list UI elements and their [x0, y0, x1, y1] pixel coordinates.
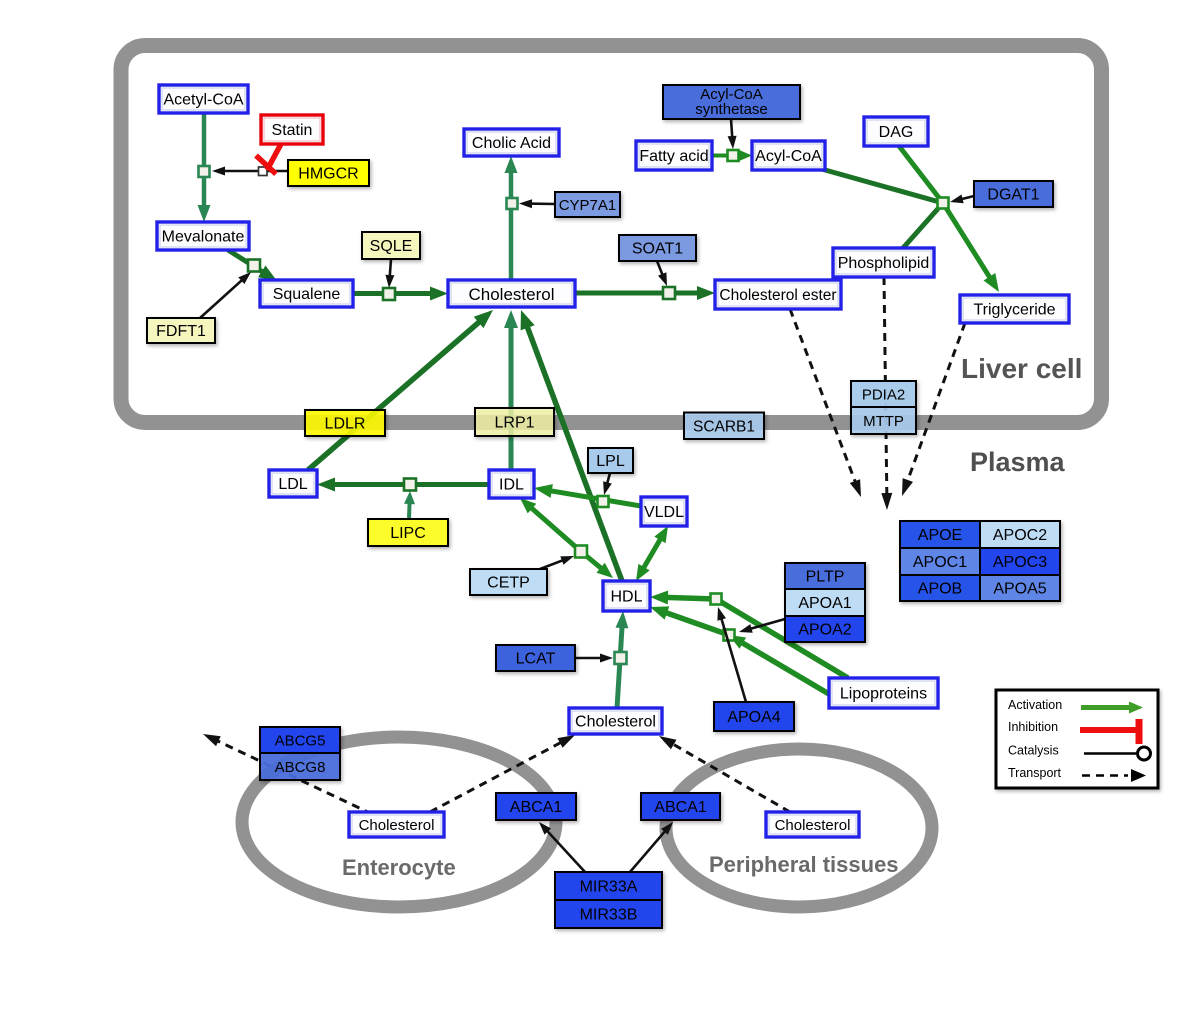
svg-text:MIR33A: MIR33A	[580, 879, 638, 896]
svg-text:ABCG8: ABCG8	[275, 759, 326, 776]
svg-text:Cholesterol: Cholesterol	[575, 714, 656, 731]
svg-text:APOA5: APOA5	[993, 581, 1046, 598]
svg-text:APOC3: APOC3	[993, 554, 1047, 571]
svg-text:APOC1: APOC1	[913, 554, 967, 571]
svg-text:Cholesterol ester: Cholesterol ester	[719, 287, 836, 304]
svg-text:Transport: Transport	[1008, 766, 1062, 780]
svg-text:SOAT1: SOAT1	[632, 241, 683, 258]
svg-text:Activation: Activation	[1008, 698, 1062, 712]
svg-text:APOB: APOB	[918, 581, 962, 598]
svg-text:Triglyceride: Triglyceride	[973, 302, 1055, 319]
svg-text:LDL: LDL	[278, 476, 307, 493]
svg-text:DGAT1: DGAT1	[987, 187, 1039, 204]
svg-text:Cholic Acid: Cholic Acid	[472, 135, 551, 152]
svg-text:ABCA1: ABCA1	[510, 799, 563, 816]
svg-text:Mevalonate: Mevalonate	[162, 229, 245, 246]
svg-text:Acyl-CoA: Acyl-CoA	[755, 148, 822, 165]
svg-text:LIPC: LIPC	[390, 525, 426, 542]
svg-text:LRP1: LRP1	[494, 415, 534, 432]
svg-text:DAG: DAG	[879, 124, 914, 141]
svg-text:APOA1: APOA1	[798, 595, 851, 612]
svg-text:LDLR: LDLR	[325, 416, 366, 433]
svg-text:PLTP: PLTP	[806, 569, 845, 586]
svg-text:Liver cell: Liver cell	[961, 353, 1082, 384]
svg-text:Statin: Statin	[272, 122, 313, 139]
svg-text:Plasma: Plasma	[970, 447, 1066, 477]
svg-text:APOC2: APOC2	[993, 527, 1047, 544]
svg-text:Lipoproteins: Lipoproteins	[840, 686, 927, 703]
svg-text:HMGCR: HMGCR	[298, 166, 358, 183]
svg-text:FDFT1: FDFT1	[156, 323, 206, 340]
svg-text:Enterocyte: Enterocyte	[342, 855, 456, 880]
svg-text:ABCA1: ABCA1	[654, 799, 707, 816]
svg-text:Catalysis: Catalysis	[1008, 744, 1059, 758]
svg-text:MIR33B: MIR33B	[580, 907, 638, 924]
svg-text:Cholesterol: Cholesterol	[775, 817, 851, 834]
svg-text:Cholesterol: Cholesterol	[469, 285, 555, 304]
svg-text:Inhibition: Inhibition	[1008, 720, 1058, 734]
svg-text:IDL: IDL	[499, 477, 524, 494]
svg-text:VLDL: VLDL	[644, 504, 684, 521]
svg-text:Fatty acid: Fatty acid	[639, 148, 708, 165]
svg-text:PDIA2: PDIA2	[862, 387, 905, 404]
svg-text:Squalene: Squalene	[273, 286, 341, 303]
svg-text:ABCG5: ABCG5	[275, 733, 326, 750]
svg-text:synthetase: synthetase	[695, 101, 768, 118]
svg-text:APOE: APOE	[918, 527, 962, 544]
svg-text:CETP: CETP	[487, 575, 530, 592]
svg-text:MTTP: MTTP	[863, 413, 904, 430]
svg-text:LPL: LPL	[596, 453, 625, 470]
svg-text:Peripheral tissues: Peripheral tissues	[709, 852, 899, 877]
svg-text:LCAT: LCAT	[516, 651, 556, 668]
svg-text:Acetyl-CoA: Acetyl-CoA	[163, 92, 243, 109]
svg-text:SQLE: SQLE	[370, 238, 413, 255]
svg-text:SCARB1: SCARB1	[693, 418, 755, 435]
svg-text:Cholesterol: Cholesterol	[359, 817, 435, 834]
svg-text:HDL: HDL	[610, 589, 642, 606]
svg-text:Phospholipid: Phospholipid	[838, 255, 930, 272]
svg-text:APOA2: APOA2	[798, 622, 851, 639]
svg-text:APOA4: APOA4	[727, 709, 780, 726]
svg-text:CYP7A1: CYP7A1	[559, 197, 617, 214]
